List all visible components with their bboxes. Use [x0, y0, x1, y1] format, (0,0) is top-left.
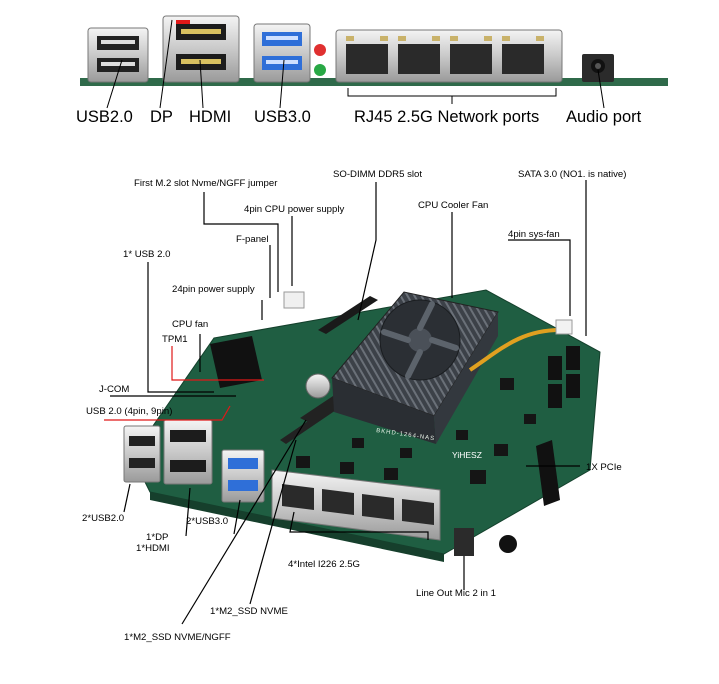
callout-m2-jumper: First M.2 slot Nvme/NGFF jumper: [134, 178, 278, 189]
label-dp: DP: [150, 108, 173, 126]
callout-lan: 4*Intel I226 2.5G: [288, 559, 360, 570]
label-audio: Audio port: [566, 108, 642, 126]
board-maker-text: YiHESZ: [452, 450, 482, 460]
board-audio-jack: [454, 528, 474, 556]
callout-usb2-header: USB 2.0 (4pin, 9pin): [86, 406, 172, 417]
atx-24pin-connector: [210, 336, 262, 388]
callout-cpu-fan: CPU fan: [172, 319, 208, 330]
callout-sata: SATA 3.0 (NO1. is native): [518, 169, 626, 180]
callout-lines: [104, 180, 587, 625]
board-rear-usb3: [221, 449, 265, 503]
rear-io-panel: [80, 15, 668, 86]
fan-cable: [468, 328, 561, 372]
callout-f-panel: F-panel: [236, 234, 269, 245]
callout-pcie: 1X PCIe: [586, 462, 622, 473]
motherboard: BKHD-1264-NAS YiHESZ: [123, 289, 601, 562]
rear-audio-jack: [582, 54, 614, 82]
rear-usb2-ports: [87, 27, 149, 83]
label-usb3: USB3.0: [254, 108, 311, 126]
board-chips: [296, 378, 536, 484]
label-hdmi: HDMI: [189, 108, 231, 126]
callout-jcom: J-COM: [99, 384, 129, 395]
callout-m2-nvme: 1*M2_SSD NVME: [210, 606, 288, 617]
callout-atx-power: 24pin power supply: [172, 284, 255, 295]
m2-slot-2: [280, 402, 342, 444]
power-led: [314, 44, 326, 56]
callout-so-dimm: SO-DIMM DDR5 slot: [333, 169, 422, 180]
board-rear-dp-hdmi: [163, 419, 213, 485]
board-rj45-block: [271, 469, 441, 541]
callout-cooler-fan: CPU Cooler Fan: [418, 200, 488, 211]
so-dimm-slot: [318, 296, 378, 334]
callout-rear-usb3: 2*USB3.0: [186, 516, 228, 527]
callout-rear-hdmi: 1*HDMI: [136, 543, 170, 554]
callout-usb2-single: 1* USB 2.0: [123, 249, 170, 260]
board-rear-usb2: [123, 425, 161, 483]
buzzer: [499, 535, 517, 553]
activity-led: [314, 64, 326, 76]
sys-fan-header: [555, 319, 573, 335]
callout-rear-dp: 1*DP: [146, 532, 168, 543]
rear-rj45-ports: [335, 29, 563, 83]
callout-tpm: TPM1: [162, 334, 188, 345]
callout-labels: First M.2 slot Nvme/NGFF jumper SO-DIMM …: [82, 169, 626, 643]
top-port-labels: USB2.0 DP HDMI USB3.0 RJ45 2.5G Network …: [76, 19, 642, 126]
label-usb2: USB2.0: [76, 108, 133, 126]
callout-sys-fan: 4pin sys-fan: [508, 229, 560, 240]
callout-audio-jack: Line Out Mic 2 in 1: [416, 588, 496, 599]
pcie-x1-slot: [536, 440, 560, 506]
sata-ports: [548, 346, 580, 408]
cpu-power-header: [283, 291, 305, 309]
rear-usb3-ports: [253, 23, 311, 83]
cpu-cooler-fan: [379, 299, 461, 381]
callout-cpu-power: 4pin CPU power supply: [244, 204, 344, 215]
label-rj45: RJ45 2.5G Network ports: [354, 108, 539, 126]
callout-m2-nvme-ngff: 1*M2_SSD NVME/NGFF: [124, 632, 231, 643]
callout-rear-usb2: 2*USB2.0: [82, 513, 124, 524]
cmos-battery: [305, 373, 331, 399]
